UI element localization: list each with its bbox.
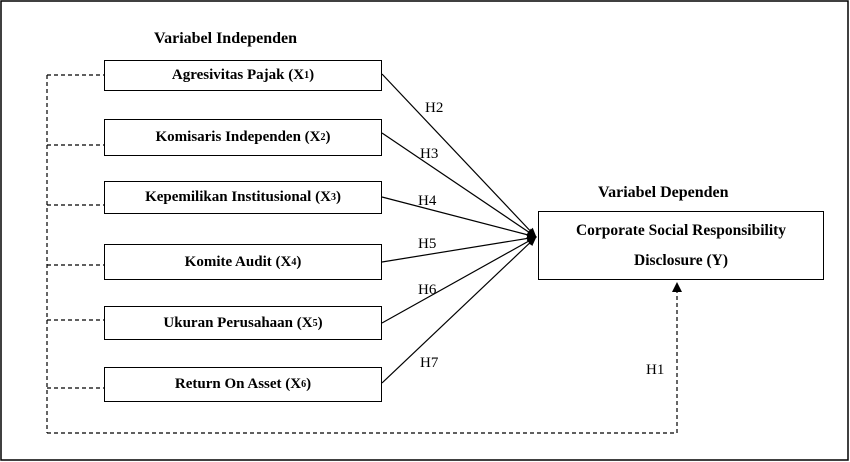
arrow-h2 bbox=[381, 73, 537, 238]
independent-variables-heading: Variabel Independen bbox=[154, 30, 297, 47]
variable-x5-subscript: 5 bbox=[312, 317, 318, 329]
variable-x2-label: Komisaris Independen (X bbox=[155, 129, 321, 145]
variable-x5-label: Ukuran Perusahaan (X bbox=[163, 314, 313, 331]
variable-x4-label: Komite Audit (X bbox=[184, 253, 292, 270]
variable-x4-subscript: 4 bbox=[291, 256, 297, 268]
variable-x4-close: ) bbox=[296, 253, 302, 270]
variable-x1-subscript: 1 bbox=[304, 70, 310, 81]
variable-x2-close: ) bbox=[325, 129, 331, 145]
variable-x5-close: ) bbox=[317, 314, 323, 331]
dependent-variable-line1: Corporate Social Responsibility bbox=[575, 221, 787, 239]
hypothesis-label-h3: H3 bbox=[420, 146, 439, 162]
h1-arrowhead bbox=[672, 282, 682, 292]
arrow-h4 bbox=[381, 196, 537, 239]
variable-x3-label: Kepemilikan Institusional (X bbox=[145, 189, 331, 205]
dependent-variable-heading: Variabel Dependen bbox=[598, 184, 729, 201]
variable-x6-close: ) bbox=[306, 376, 312, 392]
dependent-variable-box: Corporate Social Responsibility Disclosu… bbox=[538, 211, 824, 280]
hypothesis-label-h6: H6 bbox=[418, 282, 437, 298]
arrow-h6 bbox=[381, 236, 537, 324]
arrow-h7 bbox=[381, 236, 537, 384]
variable-x3-subscript: 3 bbox=[330, 192, 336, 203]
hypothesis-label-h7: H7 bbox=[420, 355, 439, 371]
variable-x1-close: ) bbox=[309, 67, 315, 83]
variable-x6-label: Return On Asset (X bbox=[174, 376, 302, 392]
variable-x2-subscript: 2 bbox=[320, 132, 326, 143]
hypothesis-label-h1: H1 bbox=[646, 362, 665, 378]
simultaneous-path-h1 bbox=[46, 74, 678, 434]
variable-x6-subscript: 6 bbox=[301, 379, 307, 390]
hypothesis-label-h4: H4 bbox=[418, 193, 437, 209]
dependent-variable-line2: Disclosure (Y) bbox=[634, 251, 728, 269]
variable-x1-label: Agresivitas Pajak (X bbox=[171, 67, 305, 83]
hypothesis-label-h5: H5 bbox=[418, 236, 437, 252]
arrow-h3 bbox=[381, 132, 537, 238]
hypothesis-label-h2: H2 bbox=[425, 100, 444, 116]
arrow-h5 bbox=[381, 234, 537, 263]
variable-x3-close: ) bbox=[335, 189, 341, 205]
